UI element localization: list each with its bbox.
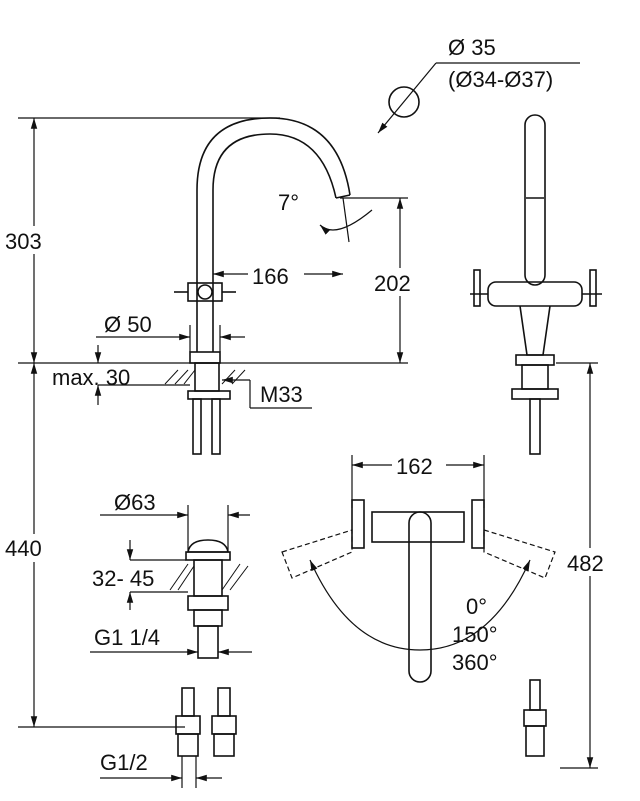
dim-thread-g1-14: G1 1/4 [94, 625, 160, 650]
faucet-side-view: 7° 166 202 Ø 50 max. 30 M33 [52, 117, 424, 455]
faucet-front-view: 482 [470, 114, 617, 769]
dim-angle-7: 7° [278, 190, 299, 215]
dim-rotation-0: 0° [466, 594, 487, 619]
dim-thread-g12: G1/2 [100, 750, 148, 775]
dim-rotation-150: 150° [452, 622, 498, 647]
dim-height-482: 482 [567, 551, 604, 576]
dim-spacing-162: 162 [396, 454, 433, 479]
popup-waste: Ø63 32- 45 G1 1/4 [90, 490, 252, 659]
dim-dia35: Ø 35 [448, 35, 496, 60]
dim-rotation-360: 360° [452, 650, 498, 675]
dim-range-32-45: 32- 45 [92, 566, 154, 591]
dim-dia63: Ø63 [114, 490, 156, 515]
valve-connections: G1/2 [100, 679, 547, 788]
dim-height-202: 202 [374, 271, 411, 296]
dim-thread-m33: M33 [260, 382, 303, 407]
dim-height-303: 303 [5, 229, 42, 254]
dim-max30: max. 30 [52, 365, 130, 390]
faucet-top-view: 162 0° 150° 360° [281, 452, 556, 683]
dim-dia35-range: (Ø34-Ø37) [448, 67, 553, 92]
dim-height-440: 440 [5, 536, 42, 561]
dim-dia50: Ø 50 [104, 312, 152, 337]
hole-diameter-symbol: Ø 35 (Ø34-Ø37) [377, 35, 580, 134]
left-height-dimensions: 303 440 [2, 117, 408, 728]
dim-reach-166: 166 [252, 264, 289, 289]
